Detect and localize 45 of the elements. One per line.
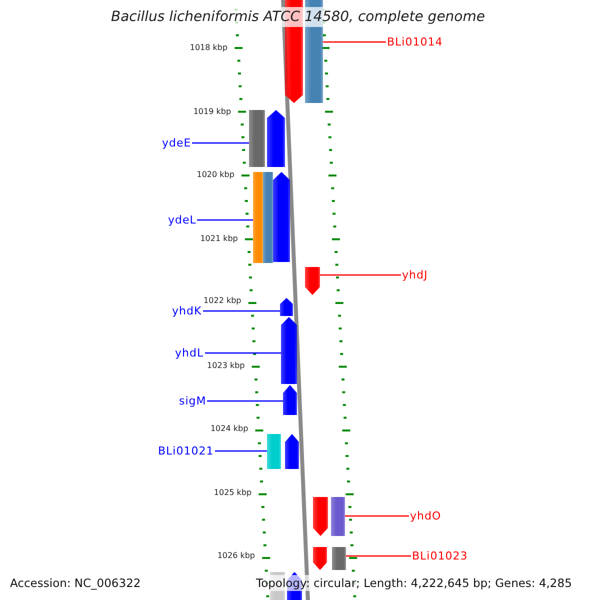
gene-block <box>263 172 273 263</box>
tick-label: 1020 kbp <box>196 170 234 180</box>
leader-line <box>323 41 386 43</box>
tick-label: 1025 kbp <box>214 488 252 498</box>
gene-label: yhdJ <box>402 268 428 282</box>
tick-label: 1026 kbp <box>217 551 256 561</box>
gene-label: ydeL <box>168 214 196 226</box>
leader-line <box>203 310 280 312</box>
gene-feature <box>283 385 297 415</box>
leader-line <box>215 450 267 452</box>
leader-line <box>205 352 281 354</box>
leader-line <box>192 142 249 144</box>
gene-block <box>267 434 281 469</box>
gene-block <box>249 110 265 167</box>
gene-label: yhdL <box>175 346 204 360</box>
gene-block <box>253 172 263 263</box>
leader-line <box>197 219 253 221</box>
gene-label: yhdO <box>410 510 442 522</box>
gene-feature <box>313 547 327 570</box>
tick-label: 1019 kbp <box>193 107 232 117</box>
tick-label: 1022 kbp <box>204 296 242 306</box>
leader-line <box>207 400 283 402</box>
gene-feature <box>273 172 290 262</box>
leader-line <box>346 555 411 557</box>
tick-label: 1023 kbp <box>207 361 245 371</box>
accession-text: Accession: NC_006322 <box>10 575 141 591</box>
gene-label: BLi01023 <box>412 550 468 562</box>
gene-block <box>332 547 346 570</box>
tick-label: 1024 kbp <box>210 424 248 434</box>
gene-feature <box>305 267 320 295</box>
gene-label: ydeE <box>162 136 192 150</box>
leader-line <box>345 515 409 517</box>
gene-label: yhdK <box>172 304 202 318</box>
gene-label: BLi01014 <box>387 36 443 48</box>
gene-block <box>331 497 345 536</box>
genome-stats-text: Topology: circular; Length: 4,222,645 bp; Genes: 4,285 <box>256 575 572 591</box>
gene-label: BLi01021 <box>158 444 214 458</box>
gene-label: sigM <box>179 394 206 408</box>
gene-feature <box>280 298 293 316</box>
gene-feature <box>313 497 328 536</box>
gene-feature <box>285 434 299 469</box>
gene-feature <box>267 110 285 167</box>
leader-line <box>320 274 401 276</box>
tick-label: 1018 kbp <box>190 43 228 53</box>
tick-label: 1021 kbp <box>200 234 238 244</box>
